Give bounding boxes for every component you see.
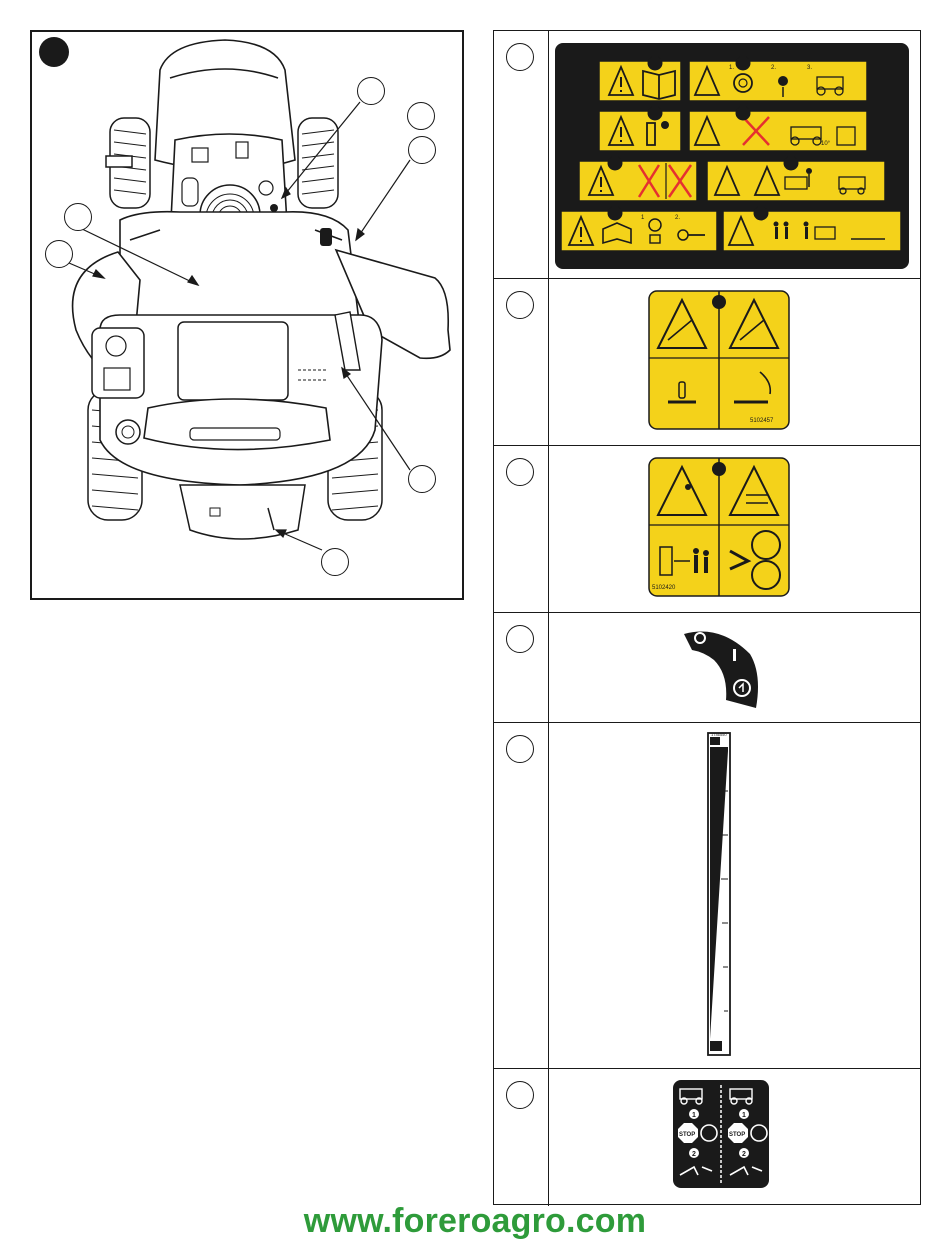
decal1-angle: 10° <box>821 141 831 147</box>
decal6-stop-right: STOP <box>729 1132 745 1138</box>
row-number-cell <box>494 723 549 1068</box>
decal-table: 1. 2. 3. 10° 1 2. <box>493 30 921 1205</box>
decal-row-5: 1746550 <box>494 723 920 1069</box>
figure-marker-dot <box>39 37 69 67</box>
decal6-step-1a: 1 <box>692 1112 696 1119</box>
figure-callout <box>407 102 435 130</box>
row-callout <box>506 625 534 653</box>
decal6-step-2a: 2 <box>692 1151 696 1158</box>
figure-callout <box>45 240 73 268</box>
decal1-step-a2: 2. <box>771 65 776 71</box>
decal-thrown-objects: 5102420 <box>648 457 790 597</box>
figure-callout <box>408 136 436 164</box>
decal-blade-warning: 5102457 <box>648 290 790 430</box>
row-callout <box>506 1081 534 1109</box>
decal2-code: 5102457 <box>750 418 774 424</box>
decal-row-6: 1 1 STOP STOP 2 2 <box>494 1069 920 1206</box>
decal-ignition-key: O I <box>680 624 760 714</box>
row-callout <box>506 291 534 319</box>
tag-box <box>106 156 132 167</box>
figure-callout <box>408 465 436 493</box>
safety-decal-main: 1. 2. 3. 10° 1 2. <box>555 43 909 269</box>
decal6-step-1b: 1 <box>742 1112 746 1119</box>
decal-row-4: O I <box>494 613 920 723</box>
figure-callout <box>321 548 349 576</box>
decal1-step-b2: 2. <box>675 215 680 221</box>
row-callout <box>506 458 534 486</box>
footer-website[interactable]: www.foreroagro.com <box>0 1202 950 1241</box>
decal1-step-a3: 3. <box>807 65 812 71</box>
decal-stop-procedure: 1 1 STOP STOP 2 2 <box>672 1079 770 1189</box>
decal-row-3: 5102420 <box>494 446 920 613</box>
decal3-code: 5102420 <box>652 585 676 591</box>
row-callout <box>506 43 534 71</box>
decal-row-1: 1. 2. 3. 10° 1 2. <box>494 31 920 279</box>
decal6-stop-left: STOP <box>679 1132 695 1138</box>
decal1-step-a1: 1. <box>729 65 734 71</box>
figure-callout <box>64 203 92 231</box>
figure-callout <box>357 77 385 105</box>
decal-slope-gauge: 1746550 <box>706 731 734 1057</box>
tractor-illustration <box>30 30 464 600</box>
decal-row-2: 5102457 <box>494 279 920 446</box>
row-callout <box>506 735 534 763</box>
decal5-code: 1746550 <box>711 732 727 737</box>
decal6-step-2b: 2 <box>742 1151 746 1158</box>
